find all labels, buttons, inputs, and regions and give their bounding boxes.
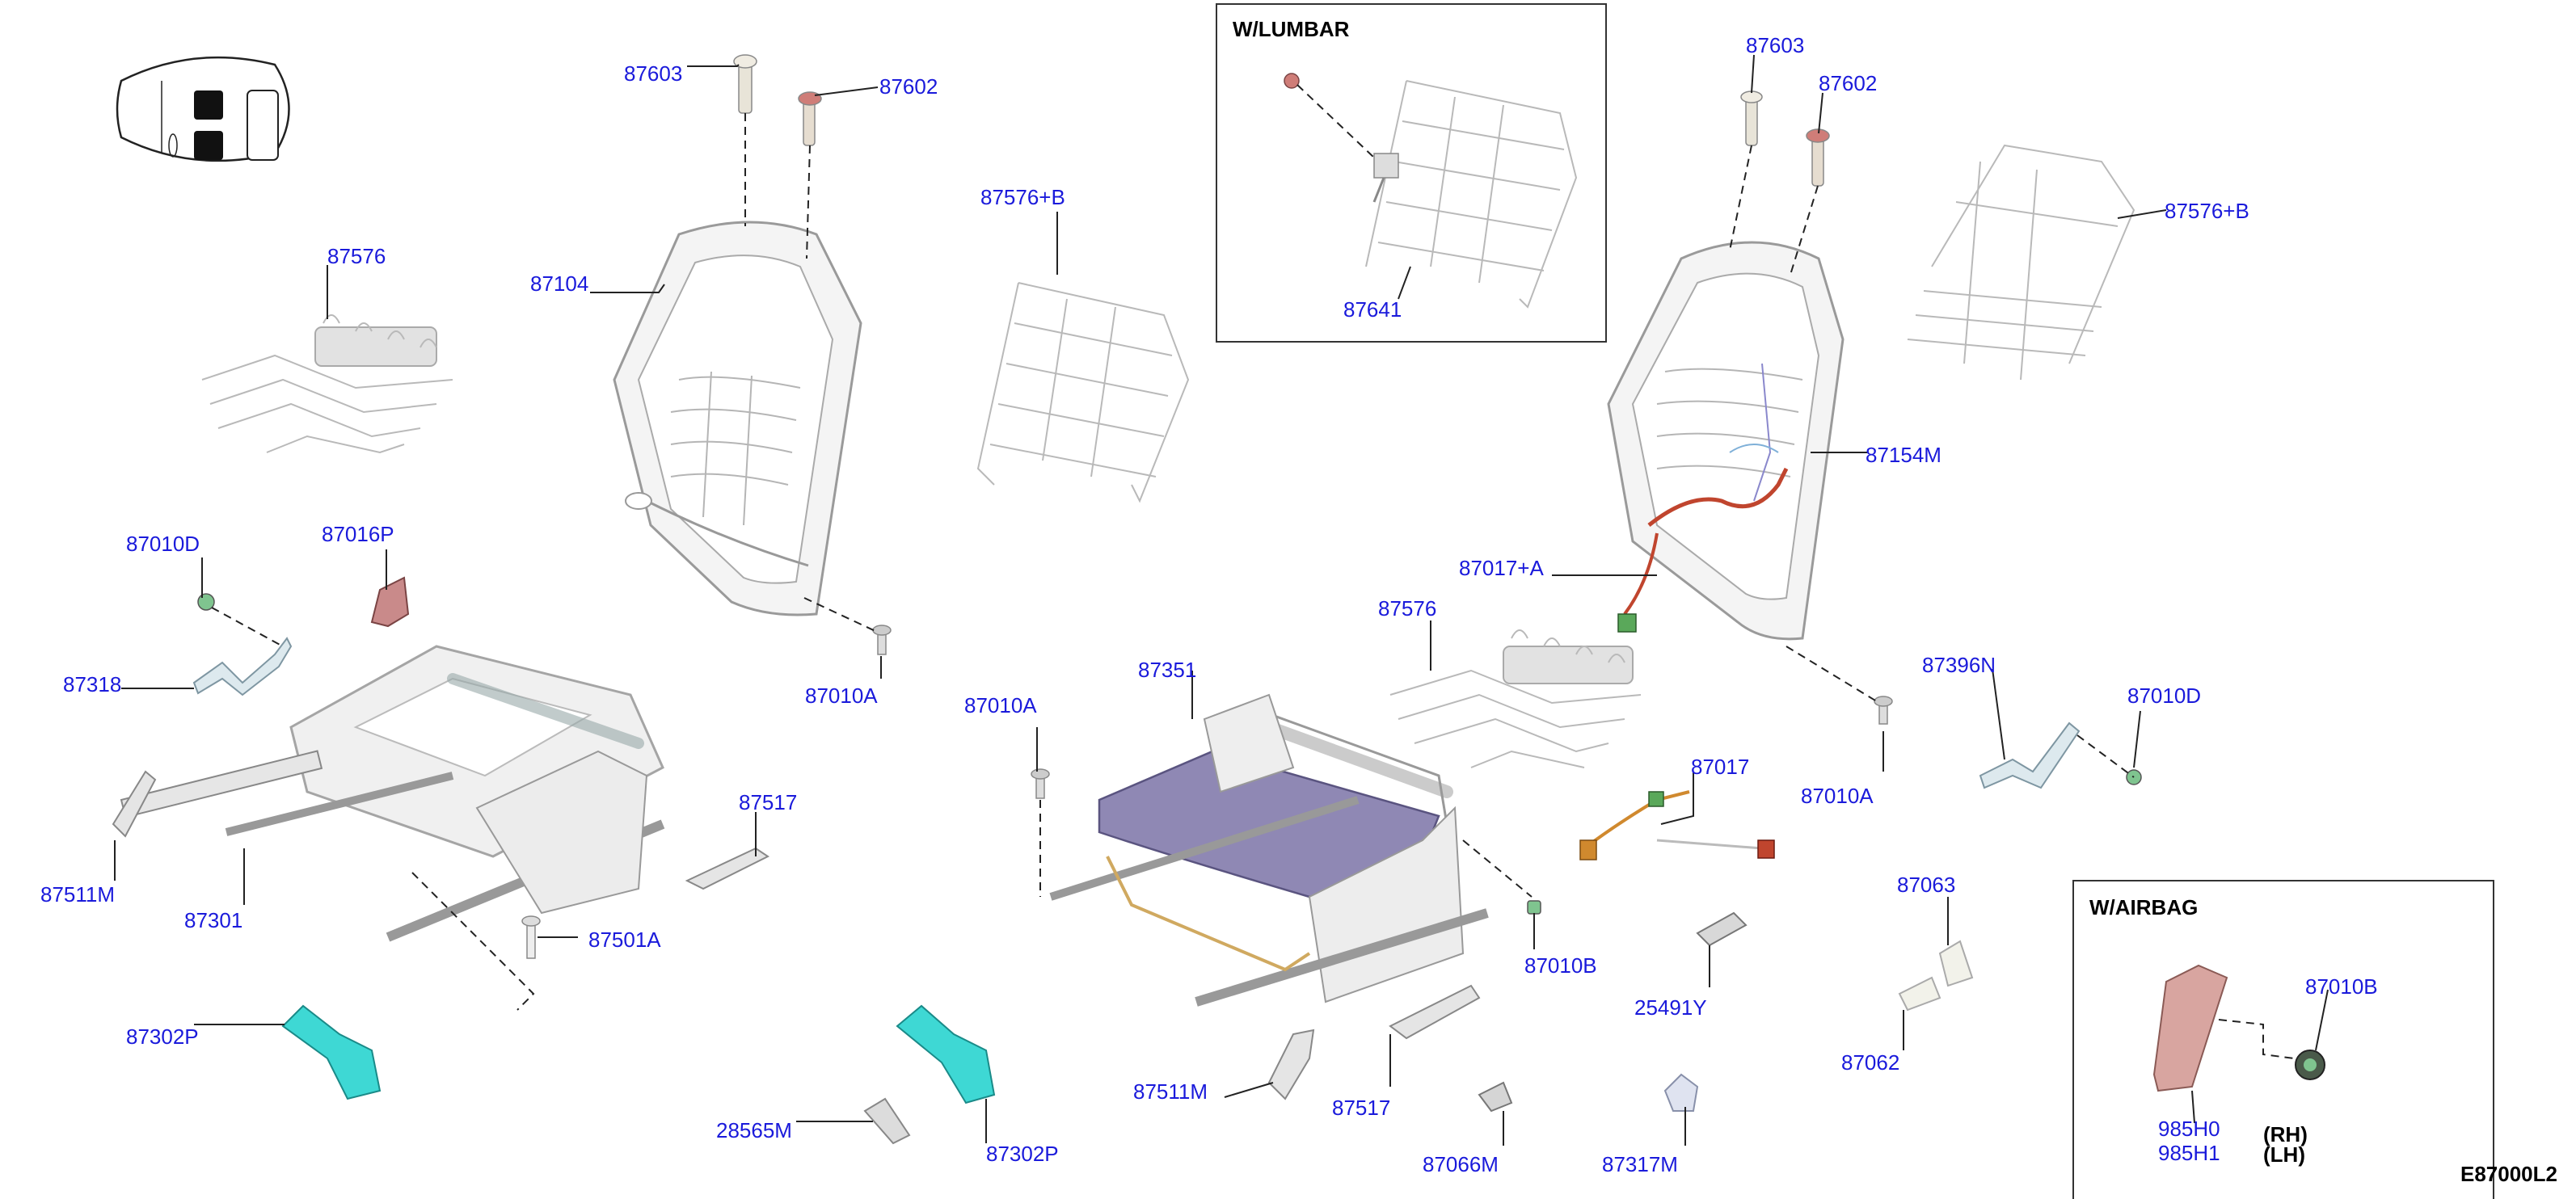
bracket-87016P — [370, 576, 410, 628]
callout-28565M[interactable]: 28565M — [716, 1118, 792, 1142]
bracket-87317M — [1663, 1073, 1699, 1112]
callout-87066M[interactable]: 87066M — [1423, 1152, 1499, 1176]
headrest-guide-87603-left — [733, 54, 757, 114]
callout-87317M[interactable]: 87317M — [1602, 1152, 1678, 1176]
bracket-87517-left — [685, 847, 769, 890]
bracket-87517-center — [1389, 984, 1481, 1040]
bracket-87511M-left — [112, 770, 157, 838]
callout-87302P-center[interactable]: 87302P — [986, 1142, 1059, 1166]
bracket-87066M — [1478, 1081, 1513, 1113]
nut-87010B-airbag — [2295, 1050, 2325, 1080]
callout-87010A-left[interactable]: 87010A — [805, 684, 878, 708]
leader-lines — [114, 54, 2329, 1146]
callout-87154M[interactable]: 87154M — [1866, 443, 1941, 467]
inset-airbag: W/AIRBAG (RH) (LH) — [2072, 880, 2494, 1199]
callout-87351[interactable]: 87351 — [1138, 658, 1196, 682]
callout-87511M-left[interactable]: 87511M — [40, 882, 115, 907]
seat-spring-87576-left — [201, 314, 453, 454]
inset-airbag-title: W/AIRBAG — [2089, 895, 2198, 919]
cover-87062 — [1898, 976, 1941, 1012]
callout-87010A-right[interactable]: 87010A — [1801, 784, 1874, 808]
seat-cushion-87351 — [1049, 693, 1489, 1007]
bracket-87318 — [192, 637, 293, 696]
seat-spring-87576-right — [1389, 629, 1642, 768]
callout-87603-right[interactable]: 87603 — [1746, 33, 1804, 57]
callout-25491Y[interactable]: 25491Y — [1634, 995, 1707, 1020]
callout-87576-right[interactable]: 87576 — [1378, 596, 1436, 621]
callout-87062[interactable]: 87062 — [1841, 1050, 1899, 1075]
vehicle-locator-icon — [116, 56, 290, 162]
callout-87010A-center[interactable]: 87010A — [964, 693, 1037, 717]
screw-87010A-right — [1874, 696, 1893, 725]
callout-87318[interactable]: 87318 — [63, 672, 121, 696]
callout-87517-left[interactable]: 87517 — [739, 790, 797, 814]
lumbar-clip — [1284, 73, 1300, 89]
callout-87301[interactable]: 87301 — [184, 908, 242, 932]
figure-code: E87000L2 — [2460, 1162, 2557, 1186]
side-label-lh: (LH) — [2263, 1142, 2305, 1167]
callout-87010D-left[interactable]: 87010D — [126, 532, 200, 556]
harness-87017 — [1579, 790, 1775, 860]
screw-87010B-center — [1527, 900, 1541, 915]
callout-87016P[interactable]: 87016P — [322, 522, 394, 546]
callout-87017A[interactable]: 87017+A — [1459, 556, 1544, 580]
callout-87511M-center[interactable]: 87511M — [1133, 1079, 1208, 1104]
side-label-rh: (RH) — [2263, 1122, 2308, 1146]
bracket-87396N — [1979, 722, 2081, 789]
clip-25491Y — [1696, 911, 1748, 947]
callout-87010B-airbag[interactable]: 87010B — [2305, 974, 2378, 999]
callout-87576B-right[interactable]: 87576+B — [2165, 199, 2249, 223]
lumbar-mat-87641 — [1365, 80, 1578, 309]
inset-lumbar: W/LUMBAR — [1216, 3, 1607, 343]
seatback-frame-87154M — [1607, 241, 1845, 641]
seat-spring-87576B-right — [1907, 144, 2135, 381]
callout-87576B-left[interactable]: 87576+B — [980, 185, 1065, 209]
headrest-guide-87602-left — [798, 91, 822, 146]
bracket-87511M-center — [1267, 1029, 1315, 1100]
callout-87602-left[interactable]: 87602 — [879, 74, 938, 99]
side-airbag-module — [2152, 964, 2228, 1092]
callout-87517-center[interactable]: 87517 — [1332, 1096, 1390, 1120]
seat-spring-87576B-left — [976, 282, 1190, 503]
bracket-87302P-left — [281, 1004, 382, 1100]
bracket-87302P-center — [896, 1004, 996, 1104]
callout-985H1[interactable]: 985H1 — [2158, 1141, 2220, 1165]
callout-87396N[interactable]: 87396N — [1922, 653, 1996, 677]
callout-87010B-center[interactable]: 87010B — [1524, 953, 1597, 978]
callout-985H0[interactable]: 985H0 — [2158, 1117, 2220, 1141]
headrest-guide-87602-right — [1806, 128, 1830, 187]
callout-87104[interactable]: 87104 — [530, 271, 588, 296]
cover-87063 — [1938, 940, 1974, 987]
callout-87017[interactable]: 87017 — [1691, 755, 1749, 779]
callout-87603-left[interactable]: 87603 — [624, 61, 682, 86]
screw-87010A-left — [872, 625, 892, 655]
headrest-guide-87603-right — [1740, 90, 1763, 146]
assembly-dashed-lines — [211, 84, 2135, 1011]
callout-87501A[interactable]: 87501A — [588, 928, 661, 952]
clip-28565M — [863, 1097, 911, 1145]
cushion-frame-87301 — [120, 645, 665, 942]
seatback-frame-87104 — [613, 221, 862, 616]
callout-87063[interactable]: 87063 — [1897, 873, 1955, 897]
callout-87576-left[interactable]: 87576 — [327, 244, 386, 268]
callout-87641[interactable]: 87641 — [1343, 297, 1402, 322]
callout-87602-right[interactable]: 87602 — [1819, 71, 1877, 95]
bolt-87501A — [521, 915, 541, 959]
callout-87010D-right[interactable]: 87010D — [2127, 684, 2201, 708]
inset-lumbar-title: W/LUMBAR — [1233, 17, 1350, 41]
callout-labels: 87603 87602 87104 87576 87576+B 87010D 8… — [40, 33, 2378, 1176]
screw-87010A-center — [1031, 768, 1050, 799]
callout-87302P-left[interactable]: 87302P — [126, 1024, 199, 1049]
